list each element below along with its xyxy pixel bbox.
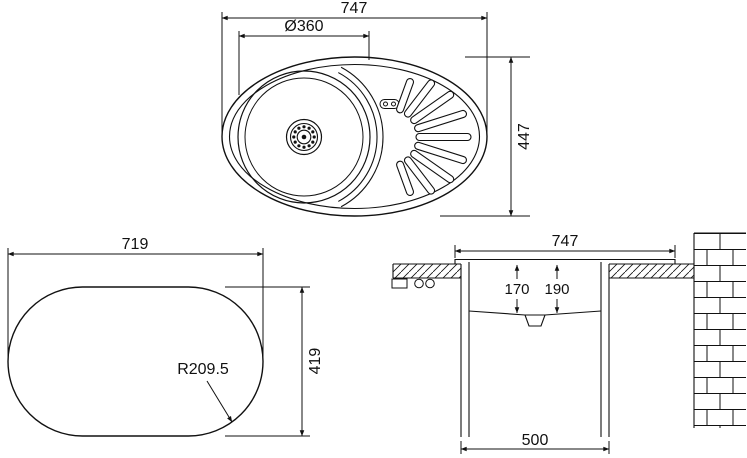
sink-rim-section [455,260,675,265]
cutout-shape [8,287,263,436]
dim-top-depth: 447 [516,123,533,150]
top-view-dimensions [222,12,530,216]
bowl-drainer-divider [338,67,383,207]
sink-section-view [392,233,746,437]
dim-bowl-depth-right: 190 [544,281,569,298]
drainer-fan [396,78,471,197]
bowl-outer-edge [238,71,370,203]
dim-bowl-depth-left: 170 [504,281,529,298]
dim-outline-height: 419 [307,348,324,375]
countertop-right [609,264,694,278]
sink-top-view [222,57,487,216]
dim-bowl-diameter: Ø360 [284,18,323,35]
dim-cabinet-width: 500 [522,432,549,449]
cabinet-walls [461,262,609,437]
sink-outer-rim [222,57,487,216]
overflow-icon [380,100,399,109]
bowl-bottom [469,311,601,315]
drain-perforations [292,125,316,149]
dim-top-width: 747 [341,0,368,17]
faucet-holes-icon [392,279,434,288]
section-dimensions [455,245,675,454]
dim-corner-radius: R209.5 [177,361,229,378]
sink-outline-view [8,248,310,436]
brick-wall-edge [694,233,746,428]
drain-icon [287,120,322,155]
sink-inner-rim [230,65,480,209]
dim-outline-width: 719 [122,236,149,253]
drain-outlet [525,315,545,326]
radius-leader-line [207,381,232,422]
bowl-inner-edge [245,78,363,196]
brick-wall [694,233,746,428]
countertop-left [393,264,461,278]
dim-section-width: 747 [552,233,579,250]
